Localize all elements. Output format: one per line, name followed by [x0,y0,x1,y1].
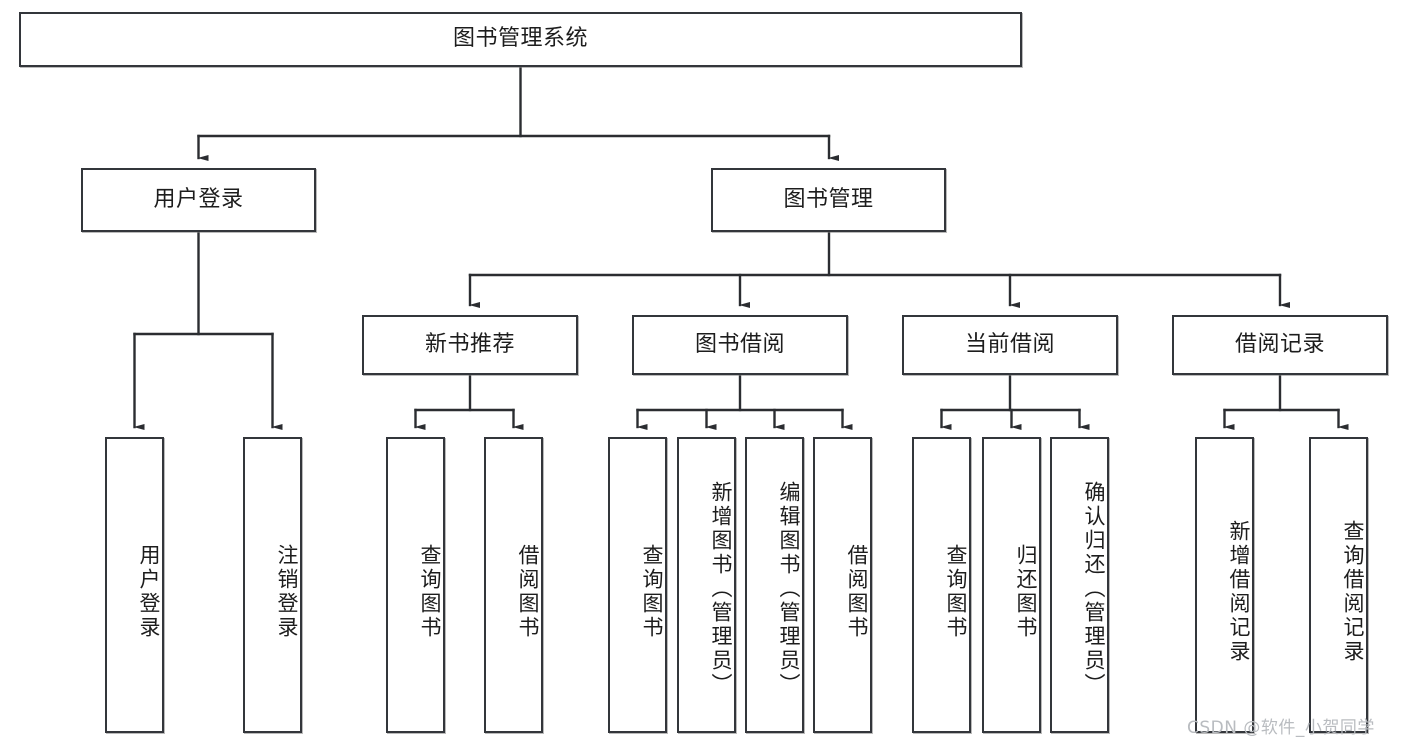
node-new-book-recommend-label: 新书推荐 [424,331,515,357]
node-root[interactable]: 图书管理系统 [19,12,1022,67]
node-leaf-borrow-book-2-label: 借阅图书 [845,544,869,640]
node-leaf-query-borrow-record-label: 查询借阅记录 [1341,520,1365,664]
watermark: CSDN @软件_小贺同学 [1187,718,1375,738]
node-leaf-borrow-book-1[interactable]: 借阅图书 [484,437,543,733]
node-leaf-query-book-3[interactable]: 查询图书 [912,437,971,733]
node-leaf-return-book[interactable]: 归还图书 [982,437,1041,733]
node-leaf-confirm-return-admin[interactable]: 确认归还（管理员） [1050,437,1109,733]
node-leaf-add-borrow-record[interactable]: 新增借阅记录 [1195,437,1254,733]
node-book-borrow[interactable]: 图书借阅 [632,315,848,375]
node-borrow-record[interactable]: 借阅记录 [1172,315,1388,375]
node-leaf-add-borrow-record-label: 新增借阅记录 [1227,520,1251,664]
node-leaf-edit-book-admin[interactable]: 编辑图书（管理员） [745,437,804,733]
node-leaf-return-book-label: 归还图书 [1014,544,1038,640]
node-leaf-logout-login-label: 注销登录 [275,544,299,640]
node-book-manage[interactable]: 图书管理 [711,168,946,232]
node-leaf-borrow-book-1-label: 借阅图书 [516,544,540,640]
node-new-book-recommend[interactable]: 新书推荐 [362,315,578,375]
node-leaf-query-book-1-label: 查询图书 [418,544,442,640]
node-book-manage-label: 图书管理 [783,186,874,212]
node-leaf-query-borrow-record[interactable]: 查询借阅记录 [1309,437,1368,733]
node-leaf-query-book-2-label: 查询图书 [640,544,664,640]
node-leaf-confirm-return-admin-label: 确认归还（管理员） [1082,481,1106,697]
node-leaf-query-book-1[interactable]: 查询图书 [386,437,445,733]
node-current-borrow-label: 当前借阅 [964,331,1055,357]
node-leaf-add-book-admin[interactable]: 新增图书（管理员） [677,437,736,733]
node-user-login[interactable]: 用户登录 [81,168,316,232]
node-leaf-user-login-label: 用户登录 [137,544,161,640]
node-leaf-add-book-admin-label: 新增图书（管理员） [709,481,733,697]
node-leaf-query-book-3-label: 查询图书 [944,544,968,640]
node-borrow-record-label: 借阅记录 [1234,331,1325,357]
node-user-login-label: 用户登录 [153,186,244,212]
node-leaf-query-book-2[interactable]: 查询图书 [608,437,667,733]
node-book-borrow-label: 图书借阅 [694,331,785,357]
node-leaf-borrow-book-2[interactable]: 借阅图书 [813,437,872,733]
node-current-borrow[interactable]: 当前借阅 [902,315,1118,375]
node-root-label: 图书管理系统 [452,26,588,52]
node-leaf-user-login[interactable]: 用户登录 [105,437,164,733]
node-leaf-edit-book-admin-label: 编辑图书（管理员） [777,481,801,697]
node-leaf-logout-login[interactable]: 注销登录 [243,437,302,733]
